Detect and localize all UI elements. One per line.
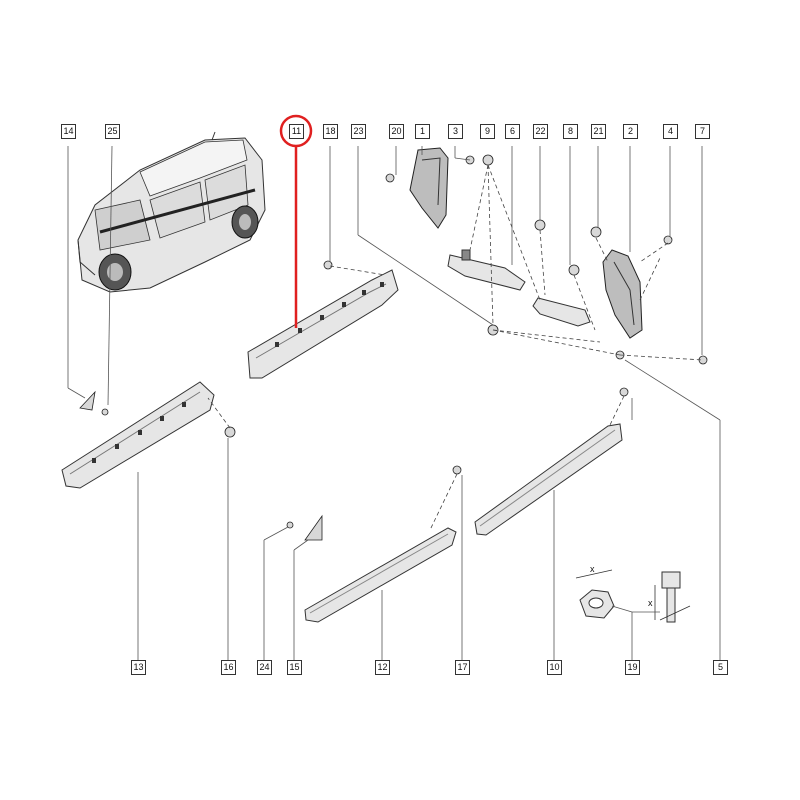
callout-25: 25: [105, 124, 120, 139]
vehicle-illustration: [77, 131, 266, 293]
callout-9: 9: [480, 124, 495, 139]
callout-14: 14: [61, 124, 76, 139]
callout-5: 5: [713, 660, 728, 675]
callout-4: 4: [663, 124, 678, 139]
callout-13: 13: [131, 660, 146, 675]
nut-dimension-label: x: [590, 564, 595, 574]
callout-20: 20: [389, 124, 404, 139]
handle-8: [532, 297, 591, 327]
callout-11: 11: [289, 124, 304, 139]
moulding-10: [474, 423, 623, 536]
assembly-lines: [207, 164, 704, 531]
moulding-13: [61, 381, 215, 489]
nut-detail: x: [575, 564, 615, 619]
callout-21: 21: [591, 124, 606, 139]
callout-12: 12: [375, 660, 390, 675]
callout-10: 10: [547, 660, 562, 675]
callout-1: 1: [415, 124, 430, 139]
callout-24: 24: [257, 660, 272, 675]
highlight-11: [279, 114, 313, 328]
callout-8: 8: [563, 124, 578, 139]
callout-22: 22: [533, 124, 548, 139]
lamp-2: [602, 249, 643, 339]
callout-23: 23: [351, 124, 366, 139]
screw-dimension-label: x: [648, 598, 653, 608]
callout-18: 18: [323, 124, 338, 139]
screw-detail: x: [648, 571, 691, 623]
leader-lines: [67, 145, 721, 660]
callout-16: 16: [221, 660, 236, 675]
handle-6: [447, 249, 526, 291]
callout-19: 19: [625, 660, 640, 675]
callout-15: 15: [287, 660, 302, 675]
callout-17: 17: [455, 660, 470, 675]
callout-2: 2: [623, 124, 638, 139]
moulding-12: [304, 527, 457, 623]
callout-7: 7: [695, 124, 710, 139]
fasteners: [79, 154, 708, 541]
lamp-1: [409, 147, 449, 229]
callout-6: 6: [505, 124, 520, 139]
callout-3: 3: [448, 124, 463, 139]
moulding-11: [247, 269, 399, 379]
